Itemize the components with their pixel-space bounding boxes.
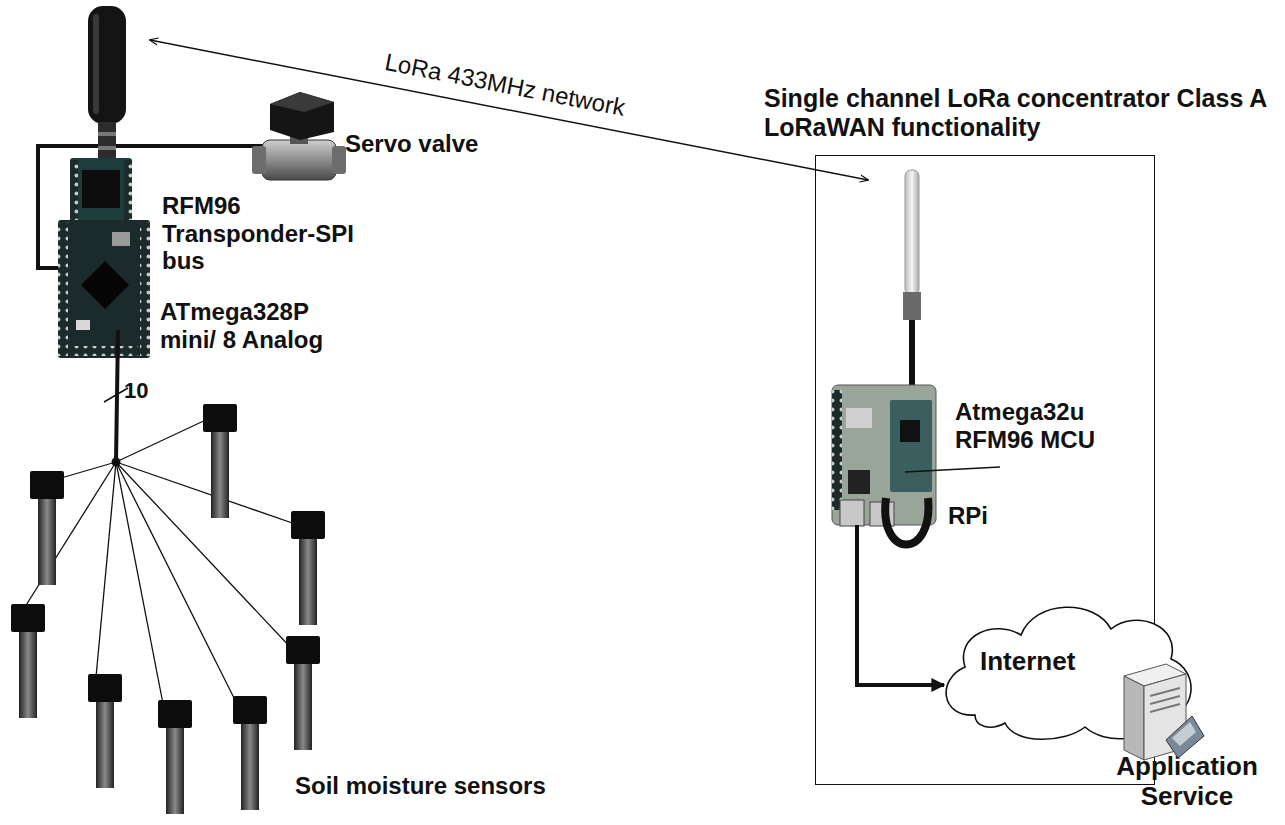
- server-icon: [1150, 696, 1180, 704]
- part-label: RPi: [948, 502, 988, 530]
- soil-moisture-sensor: [88, 674, 122, 788]
- service-label: Application Service: [1098, 752, 1276, 812]
- sensor-head: [291, 511, 325, 539]
- radio-link-arrow: [150, 40, 868, 180]
- node-antenna: [98, 132, 116, 136]
- cloud-outline: [946, 607, 1191, 739]
- soil-moisture-sensor: [30, 471, 64, 585]
- leader-line: [905, 467, 1000, 472]
- raspberry-pi-board: [846, 408, 872, 428]
- raspberry-pi-board: [832, 390, 842, 510]
- sensor-head: [286, 636, 320, 664]
- raspberry-pi-board: [900, 420, 920, 442]
- atmega-board: [58, 220, 150, 358]
- soil-moisture-sensor: [11, 604, 45, 718]
- soil-moisture-sensor: [286, 636, 320, 750]
- sensor-head: [30, 471, 64, 499]
- servo-valve: [332, 146, 346, 174]
- raspberry-pi-board: [840, 500, 864, 526]
- servo-valve: [252, 92, 346, 180]
- sensor-head: [158, 700, 192, 728]
- sensor-probe: [38, 497, 56, 585]
- node-antenna: [98, 122, 116, 160]
- part-label: Atmega32u RFM96 MCU: [955, 398, 1135, 453]
- rfm96-module: [124, 160, 132, 220]
- cloud-label: Internet: [980, 647, 1075, 677]
- rfm96-module: [70, 158, 132, 222]
- network-label: LoRa 433MHz network: [383, 48, 628, 122]
- atmega-board: [112, 232, 130, 246]
- sensor-wire: [116, 418, 210, 462]
- raspberry-pi-board: [848, 470, 870, 494]
- servo-valve: [262, 140, 336, 180]
- raspberry-pi-board: [890, 400, 932, 492]
- part-label: Soil moisture sensors: [295, 772, 546, 800]
- gateway-antenna: [905, 170, 919, 295]
- soil-moisture-sensor: [233, 696, 267, 810]
- sensor-head: [88, 674, 122, 702]
- atmega-board: [58, 220, 150, 358]
- atmega-board: [58, 222, 68, 356]
- sensor-wire: [95, 462, 116, 688]
- sensor-head: [11, 604, 45, 632]
- radio-link-arrow: [150, 40, 868, 180]
- soil-moisture-sensor: [291, 511, 325, 625]
- sensor-probe: [299, 537, 317, 625]
- sensor-head: [233, 696, 267, 724]
- sensor-probe: [241, 722, 259, 810]
- sensor-wire: [18, 462, 116, 618]
- leader-line: [905, 467, 1000, 472]
- server-icon: [1150, 704, 1180, 712]
- node-antenna: [88, 6, 126, 160]
- servo-valve: [270, 92, 334, 112]
- sensor-head: [203, 404, 237, 432]
- sensor-probe: [166, 726, 184, 814]
- connector-arrow: [857, 525, 944, 685]
- gateway-antenna: [903, 292, 921, 320]
- raspberry-pi-board: [832, 385, 936, 545]
- part-label: Servo valve: [345, 130, 478, 158]
- sensor-probe: [19, 630, 37, 718]
- servo-valve: [252, 146, 266, 174]
- atmega-board: [76, 320, 90, 330]
- part-label: RFM96 Transponder-SPI bus: [162, 192, 377, 275]
- sensor-wire: [116, 462, 165, 714]
- concentrator-heading: Single channel LoRa concentrator Class A…: [764, 84, 1269, 142]
- servo-valve: [270, 92, 334, 140]
- node-antenna: [98, 146, 116, 150]
- server-icon: [1124, 676, 1144, 760]
- rfm96-module: [70, 158, 132, 222]
- rfm96-module: [82, 170, 120, 208]
- server-icon: [1124, 664, 1204, 760]
- atmega-board: [140, 222, 150, 356]
- atmega-board: [81, 261, 129, 309]
- server-icon: [1172, 722, 1196, 746]
- sensor-probe: [211, 430, 229, 518]
- raspberry-pi-board: [885, 498, 928, 545]
- rfm96-module: [70, 160, 78, 220]
- soil-moisture-sensors: [11, 404, 325, 814]
- sensor-probe: [294, 662, 312, 750]
- soil-moisture-sensor: [203, 404, 237, 518]
- node-antenna: [88, 6, 126, 124]
- sensor-wire: [116, 462, 293, 650]
- node-antenna: [93, 14, 99, 114]
- sensor-cable: [116, 330, 118, 462]
- atmega-board: [70, 346, 138, 356]
- part-label: ATmega328P mini/ 8 Analog: [160, 298, 360, 353]
- server-icon: [1150, 688, 1180, 696]
- soil-moisture-sensor: [158, 700, 192, 814]
- sensor-probe: [96, 700, 114, 788]
- wire-count: 10: [124, 378, 148, 403]
